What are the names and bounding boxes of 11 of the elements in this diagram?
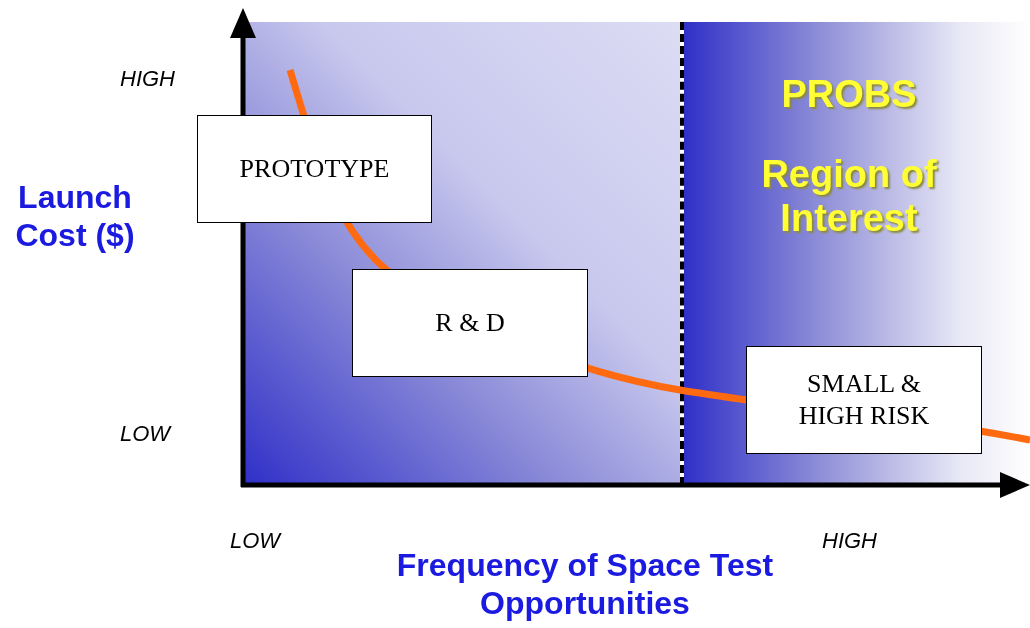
- region-title: Region of Interest: [760, 152, 938, 240]
- axis-tick-label: HIGH: [120, 66, 176, 92]
- region-heading: PROBS: [780, 72, 918, 116]
- axis-tick-label: HIGH: [822, 528, 878, 554]
- axis-tick-label: LOW: [120, 421, 173, 447]
- axis-tick-label: LOW: [230, 528, 283, 554]
- process-box: PROTOTYPE: [197, 115, 432, 223]
- axis-title: Frequency of Space Test Opportunities: [395, 546, 775, 622]
- process-box: R & D: [352, 269, 588, 377]
- axis-title: Launch Cost ($): [14, 178, 136, 254]
- process-box: SMALL & HIGH RISK: [746, 346, 982, 454]
